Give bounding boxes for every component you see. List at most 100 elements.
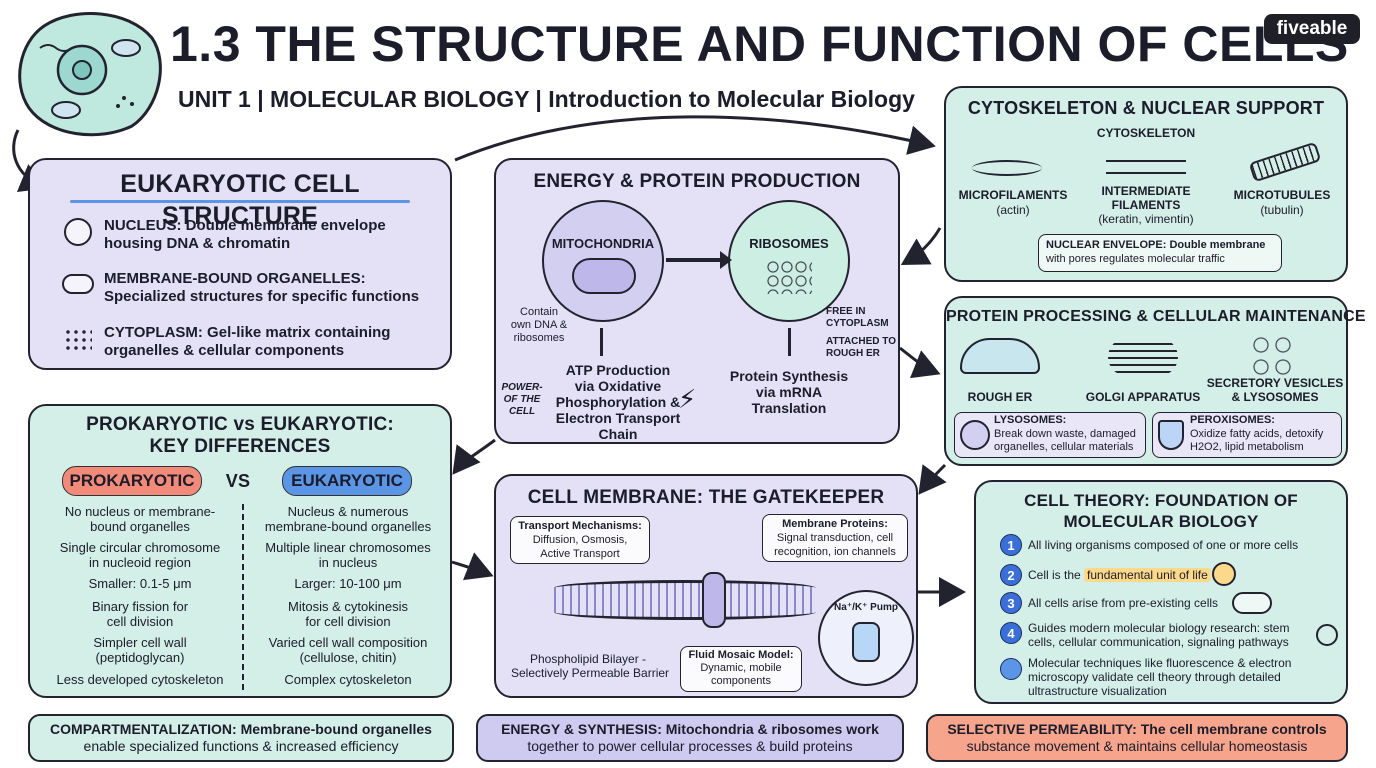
- cytoskeleton-card: CYTOSKELETON & NUCLEAR SUPPORT CYTOSKELE…: [944, 86, 1348, 282]
- lysosomes-line1: Break down waste, damaged: [994, 428, 1136, 440]
- vesicles-label-2: & LYSOSOMES: [1231, 390, 1319, 404]
- theory-number-3: 3: [1000, 592, 1022, 614]
- lysosome-icon: [960, 420, 990, 450]
- fluid-line2: Dynamic, mobile: [700, 662, 782, 674]
- eu-item-3: Larger: 10-100 μm: [294, 576, 402, 591]
- nucleus-line1: NUCLEUS: Double membrane envelope: [104, 217, 386, 234]
- energy-title: ENERGY & PROTEIN PRODUCTION: [533, 171, 861, 192]
- footer-left-2: enable specialized functions & increased…: [83, 738, 399, 754]
- footer-selective-permeability: SELECTIVE PERMEABILITY: The cell membran…: [926, 714, 1348, 762]
- transport-line2: Diffusion, Osmosis,: [532, 534, 628, 546]
- title-underline: [70, 200, 410, 203]
- proteins-line3: recognition, ion channels: [774, 546, 896, 558]
- protein-line-1: Protein Synthesis: [729, 368, 849, 384]
- intermediate-sub: (keratin, vimentin): [1098, 212, 1194, 226]
- rough-er-label: ROUGH ER: [967, 390, 1033, 404]
- golgi-label: GOLGI APPARATUS: [1085, 390, 1201, 404]
- mitochondria-icon: [62, 274, 94, 294]
- rough-er-icon: [960, 338, 1040, 374]
- phospholipid-bilayer-icon: [554, 580, 816, 620]
- fluid-mosaic-box: [680, 646, 802, 692]
- theory-item-4b: cells, cellular communication, signaling…: [1028, 635, 1289, 649]
- bilayer-line1: Phospholipid Bilayer -: [529, 652, 647, 666]
- microfilaments-label: MICROFILAMENTS: [958, 188, 1068, 202]
- dividing-cell-icon: [1232, 592, 1272, 614]
- pump-protein-icon: [852, 622, 880, 662]
- pro-item-1b: bound organelles: [90, 519, 190, 534]
- nuclear-envelope-line1: NUCLEAR ENVELOPE: Double membrane: [1046, 239, 1266, 251]
- cytoplasm-dots-icon: [64, 328, 92, 352]
- theory-item-3: All cells arise from pre-existing cells: [1028, 596, 1219, 610]
- ribo-note2-a: ATTACHED TO: [826, 336, 896, 347]
- eu-item-1b: membrane-bound organelles: [264, 519, 432, 534]
- pro-item-1a: No nucleus or membrane-: [64, 504, 216, 519]
- atp-line-4: Electron Transport: [555, 410, 681, 426]
- cell-theory-card: CELL THEORY: FOUNDATION OF MOLECULAR BIO…: [974, 480, 1348, 704]
- cytoskeleton-title: CYTOSKELETON & NUCLEAR SUPPORT: [967, 98, 1325, 118]
- power-note-3: CELL: [508, 406, 536, 417]
- processing-title: PROTEIN PROCESSING & CELLULAR MAINTENANC…: [946, 308, 1366, 325]
- eukaryotic-structure-card: EUKARYOTIC CELL STRUCTURE NUCLEUS: Doubl…: [28, 158, 452, 370]
- theory-bullet-5: [1000, 658, 1022, 680]
- pump-label: Na⁺/K⁺ Pump: [834, 602, 898, 613]
- protein-line-2: via mRNA: [755, 384, 823, 400]
- eukaryotic-pill: EUKARYOTIC: [282, 466, 412, 496]
- atp-line-3: Phosphorylation &: [555, 394, 681, 410]
- ribosome-dots-icon: [766, 260, 812, 294]
- intermediate-filament-icon: [1106, 160, 1186, 174]
- eu-item-2a: Multiple linear chromosomes: [265, 540, 431, 555]
- footer-left-1: COMPARTMENTALIZATION: Membrane-bound org…: [50, 721, 432, 737]
- ribosomes-label: RIBOSOMES: [749, 236, 829, 251]
- cytoskeleton-root: CYTOSKELETON: [1096, 126, 1196, 140]
- page-subtitle: UNIT 1 | MOLECULAR BIOLOGY | Introductio…: [178, 86, 915, 112]
- protein-line-3: Translation: [751, 400, 827, 416]
- membrane-title: CELL MEMBRANE: THE GATEKEEPER: [527, 487, 885, 508]
- footer-mid-1: ENERGY & SYNTHESIS: Mitochondria & ribos…: [501, 721, 879, 737]
- theory-number-4: 4: [1000, 622, 1022, 644]
- footer-compartmentalization: COMPARTMENTALIZATION: Membrane-bound org…: [28, 714, 454, 762]
- theory-item-2: Cell is the fundamental unit of life: [1028, 568, 1344, 583]
- bilayer-line2: Selectively Permeable Barrier: [510, 666, 670, 680]
- eu-item-6: Complex cytoskeleton: [284, 672, 412, 687]
- theory-item-2-highlight: fundamental unit of life: [1084, 568, 1211, 582]
- energy-card: ENERGY & PROTEIN PRODUCTION MITOCHONDRIA…: [494, 158, 900, 444]
- organelles-line2: Specialized structures for specific func…: [104, 288, 420, 305]
- mito-note-2: own DNA &: [510, 319, 568, 331]
- peroxisomes-line1: Oxidize fatty acids, detoxify: [1190, 428, 1324, 440]
- organelles-line1: MEMBRANE-BOUND ORGANELLES:: [104, 270, 366, 287]
- cell-icon: [1212, 562, 1236, 586]
- compare-title-2: KEY DIFFERENCES: [149, 436, 331, 457]
- pro-item-3: Smaller: 0.1-5 μm: [88, 576, 192, 591]
- theory-item-1: All living organisms composed of one or …: [1028, 538, 1299, 552]
- nucleus-icon: [64, 218, 92, 246]
- eu-item-2b: in nucleus: [318, 555, 378, 570]
- intermediate-label-1: INTERMEDIATE: [1101, 184, 1191, 198]
- cytoplasm-line2: organelles & cellular components: [104, 342, 345, 359]
- mito-note-3: ribosomes: [513, 332, 565, 344]
- fluid-line1: Fluid Mosaic Model:: [688, 649, 794, 661]
- nuclear-envelope-line2: with pores regulates molecular traffic: [1046, 253, 1225, 265]
- lightning-icon: ⚡: [678, 384, 697, 414]
- lysosomes-head: LYSOSOMES:: [994, 414, 1067, 426]
- golgi-icon: [1108, 338, 1178, 376]
- ribo-down-arrow: [788, 328, 791, 356]
- pro-item-4b: cell division: [106, 614, 174, 629]
- atp-line-2: via Oxidative: [574, 378, 662, 394]
- brand-logo: fiveable: [1264, 14, 1360, 44]
- nucleus-line2: housing DNA & chromatin: [104, 235, 291, 252]
- nuclear-envelope-box: [1038, 234, 1282, 272]
- pro-item-2b: in nucleoid region: [89, 555, 191, 570]
- mito-to-ribo-arrowhead: [720, 251, 732, 269]
- footer-right-2: substance movement & maintains cellular …: [966, 738, 1308, 754]
- prokaryotic-pill: PROKARYOTIC: [62, 466, 202, 496]
- ribo-note2-b: ROUGH ER: [826, 348, 880, 359]
- membrane-card: CELL MEMBRANE: THE GATEKEEPER Transport …: [494, 474, 918, 698]
- processing-card: PROTEIN PROCESSING & CELLULAR MAINTENANC…: [944, 296, 1366, 466]
- lysosomes-line2: organelles, cellular materials: [994, 441, 1134, 453]
- eukaryotic-title: EUKARYOTIC CELL STRUCTURE: [120, 170, 360, 230]
- power-note-2: OF THE: [503, 394, 541, 405]
- microfilaments-sub: (actin): [996, 203, 1030, 217]
- pro-item-4a: Binary fission for: [91, 599, 189, 614]
- proteins-line2: Signal transduction, cell: [776, 532, 894, 544]
- pro-item-5b: (peptidoglycan): [95, 650, 185, 665]
